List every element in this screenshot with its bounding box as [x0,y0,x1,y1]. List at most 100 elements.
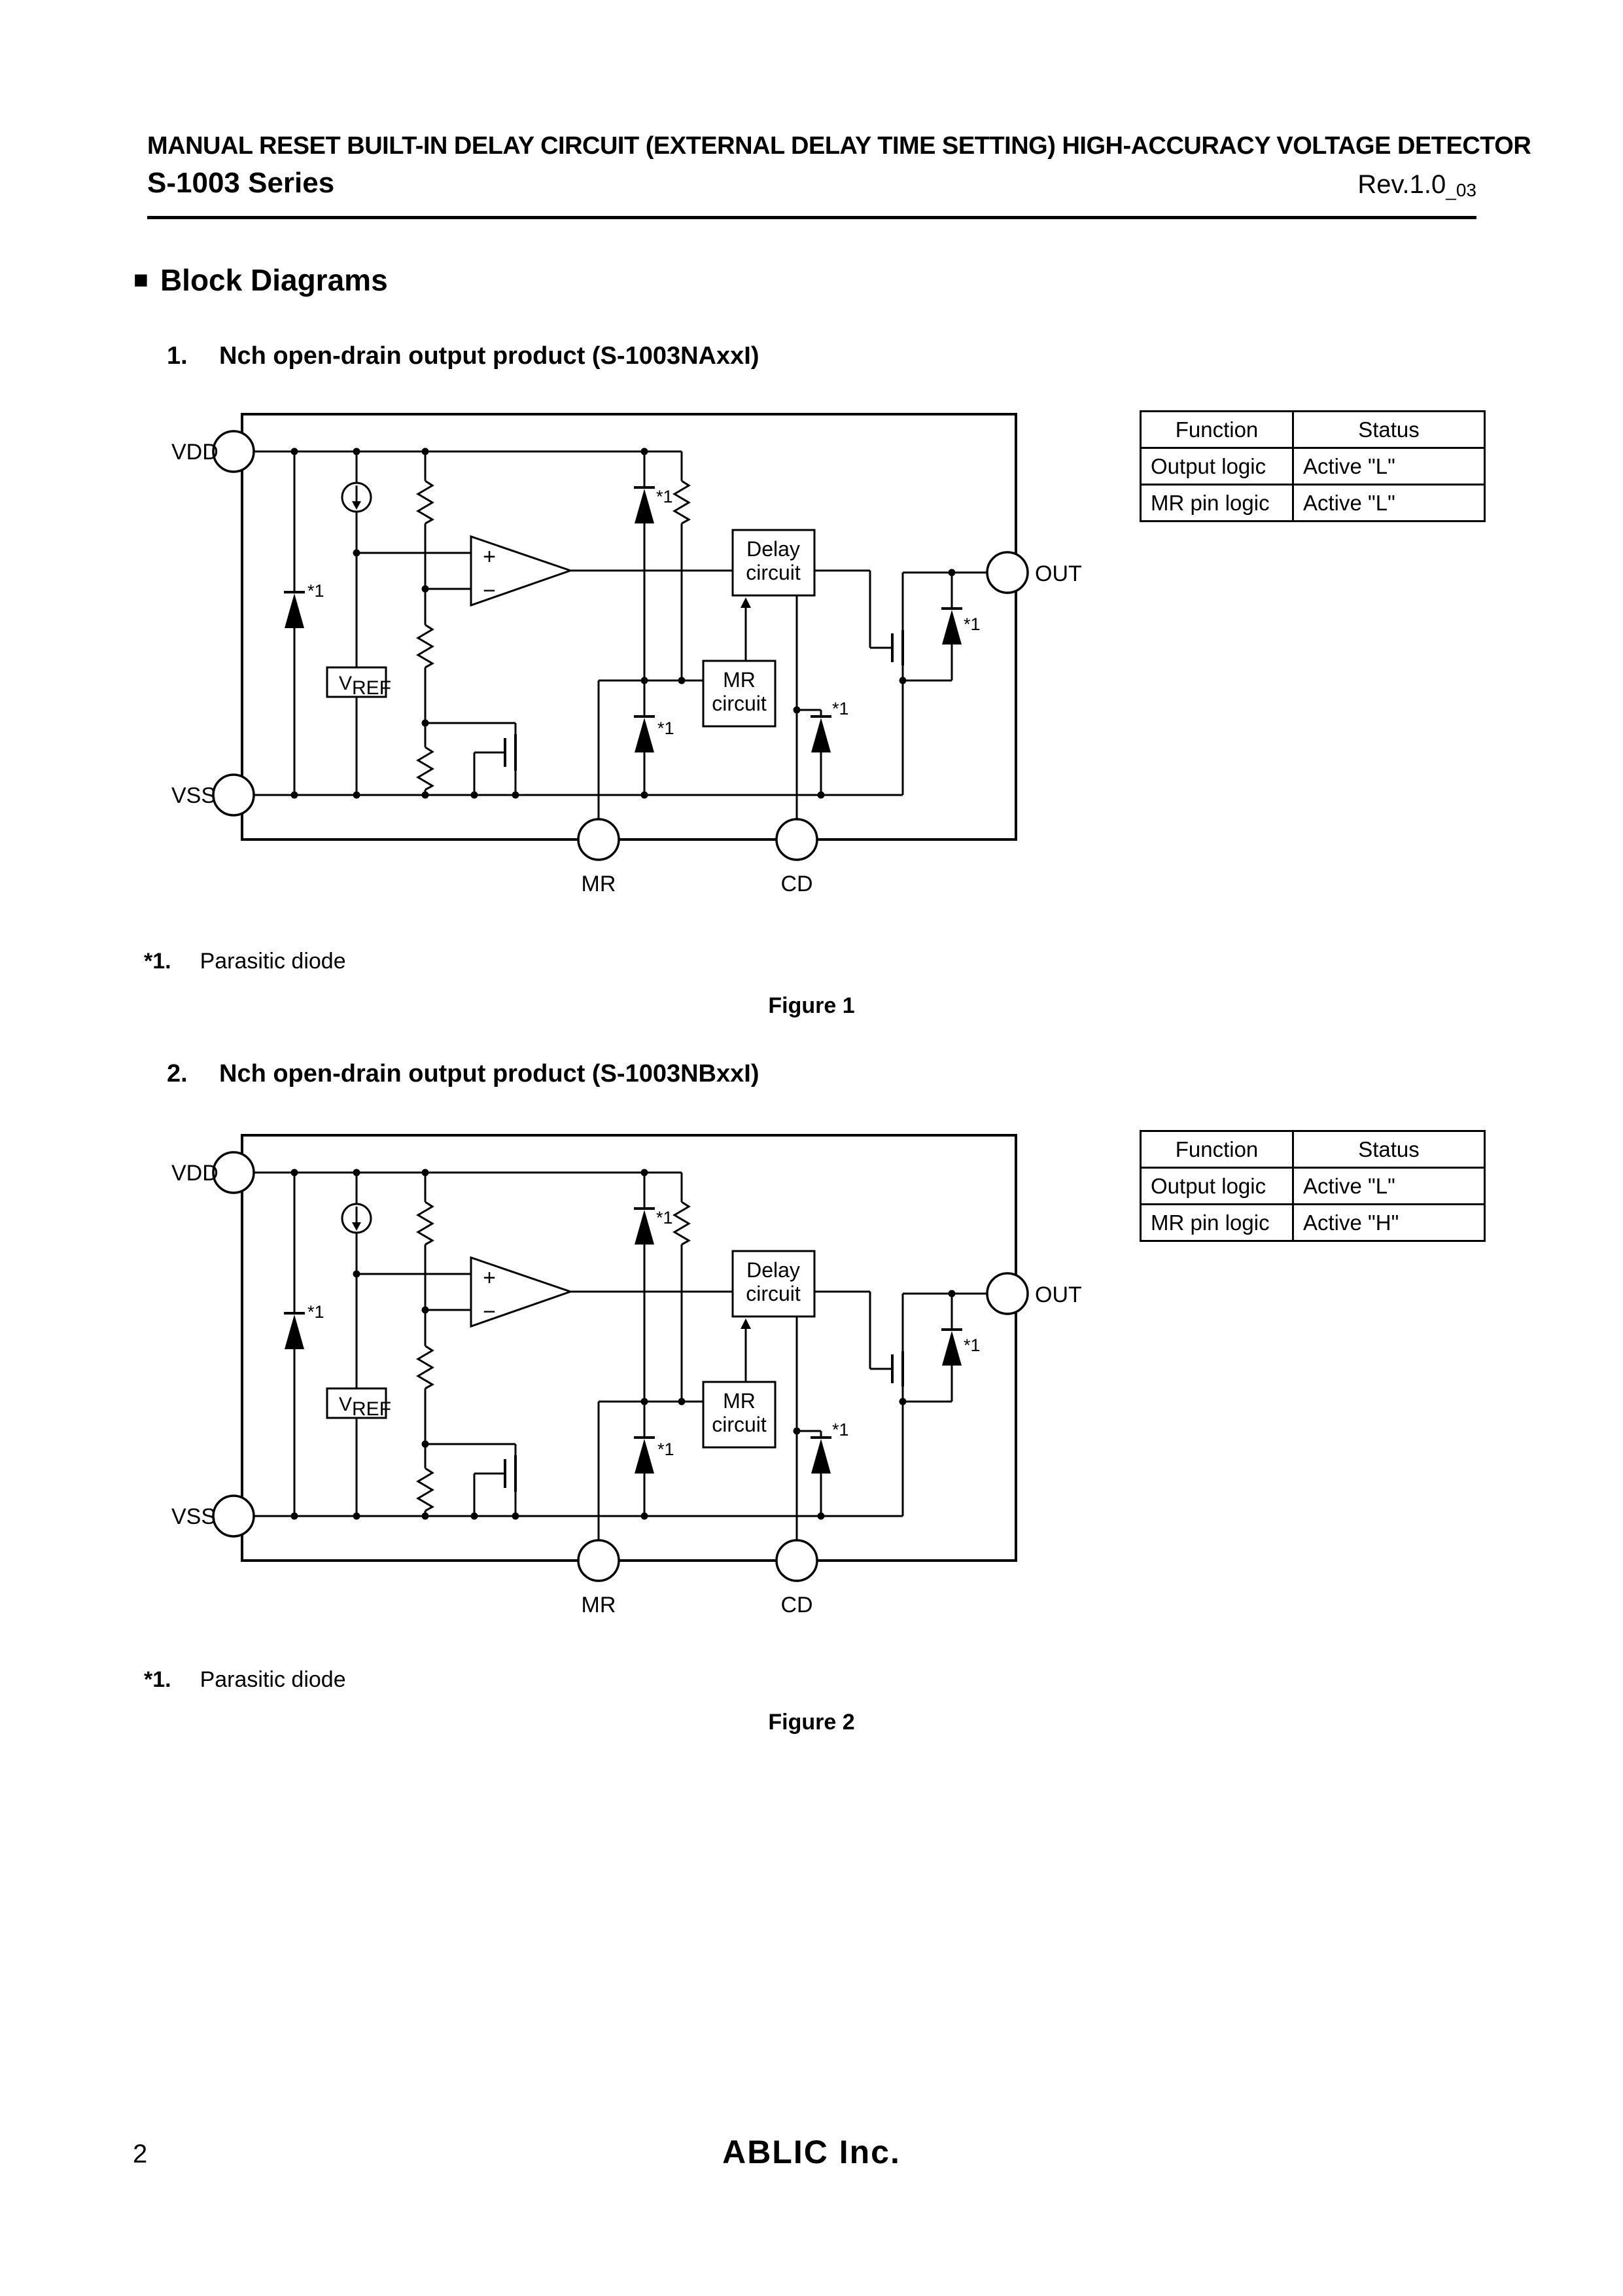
footnote-ref: *1. [144,949,171,974]
cd-pin [775,1539,818,1582]
delay-circuit-label-2: circuit [746,561,801,584]
parasitic-diode-symbol [284,486,962,752]
table-header-row: Function Status [1140,410,1486,449]
vss-pin [212,1494,255,1538]
cd-pin [775,818,818,861]
delay-circuit-label-1: Delay [746,537,800,561]
resistor-symbol [416,480,691,791]
parasitic-diode-ref: *1 [656,1208,673,1227]
delay-circuit-block: Delay circuit [731,1250,816,1318]
out-pin [986,1272,1029,1315]
comparator-plus-label: + [483,1265,496,1290]
vref-sub-label: REF [352,677,391,699]
parasitic-diode-ref: *1 [307,581,324,601]
figure1-heading-number: 1. [167,342,188,370]
figure2-status-table: Function Status Output logic Active "L" … [1140,1130,1486,1242]
resistor-symbol [416,1201,691,1512]
figure1-heading-label: Nch open-drain output product (S-1003NAx… [219,342,759,370]
delay-circuit-block: Delay circuit [731,529,816,597]
mr-circuit-label-2: circuit [712,1413,767,1436]
table-cell-function: MR pin logic [1140,1203,1294,1242]
vdd-pin-label: VDD [171,1161,218,1186]
mr-pin [577,1539,620,1582]
table-row: Output logic Active "L" [1140,1167,1486,1205]
parasitic-diode-ref: *1 [964,1335,981,1355]
block-boundary [241,1134,1017,1562]
table-cell-function: Output logic [1140,447,1294,486]
vdd-pin [212,1151,255,1194]
comparator-minus-label: − [483,1299,496,1324]
mr-pin-label: MR [582,872,616,896]
table-cell-function: Output logic [1140,1167,1294,1205]
parasitic-diode-ref: *1 [307,1302,324,1322]
delay-circuit-label-1: Delay [746,1258,800,1282]
table-header-status: Status [1292,1130,1486,1169]
junction-dots [290,448,956,799]
circuit-wires [254,1171,987,1540]
square-bullet-icon: ■ [133,266,148,294]
mr-circuit-label-1: MR [723,668,756,692]
parasitic-diode-ref: *1 [657,1439,674,1459]
table-header-function: Function [1140,410,1294,449]
vref-block: VREF [326,1387,391,1420]
parasitic-diode-ref: *1 [832,699,849,718]
footnote-text: Parasitic diode [200,949,346,974]
header-rule [147,216,1476,219]
current-source-symbol [341,482,372,513]
vref-block: VREF [326,666,391,699]
svg-text:VREF: VREF [339,673,391,699]
vref-label: V [339,1394,352,1415]
section-heading: ■ Block Diagrams [133,265,388,295]
page-title: MANUAL RESET BUILT-IN DELAY CIRCUIT (EXT… [147,132,1531,160]
svg-text:VREF: VREF [339,1394,391,1420]
parasitic-diode-ref: *1 [832,1420,849,1439]
footnote: *1. Parasitic diode [144,1669,346,1691]
table-header-row: Function Status [1140,1130,1486,1169]
out-pin [986,551,1029,594]
revision-main: Rev.1.0 [1357,170,1446,199]
out-pin-label: OUT [1035,561,1082,586]
table-row: Output logic Active "L" [1140,447,1486,486]
nmos-transistor-symbol [504,1455,517,1492]
parasitic-diode-ref: *1 [656,487,673,506]
figure1-heading: 1. Nch open-drain output product (S-1003… [167,344,759,368]
comparator-symbol: + − [470,535,574,607]
mr-circuit-block: MR circuit [702,1381,777,1449]
block-boundary [241,413,1017,841]
figure2-heading-label: Nch open-drain output product (S-1003NBx… [219,1060,759,1087]
arrow-up-icon [741,597,751,608]
figure1-diagram: + − VREF Delay circuit MR circuit [170,412,1099,910]
vss-pin-label: VSS [171,1504,216,1529]
mr-circuit-label-2: circuit [712,692,767,715]
table-header-status: Status [1292,410,1486,449]
nmos-transistor-symbol [504,734,517,771]
table-cell-status: Active "H" [1292,1203,1486,1242]
current-source-symbol [341,1203,372,1234]
figure2-heading: 2. Nch open-drain output product (S-1003… [167,1061,759,1086]
parasitic-diode-ref: *1 [964,614,981,634]
nmos-transistor-symbol [891,630,904,665]
vss-pin-label: VSS [171,783,216,808]
delay-circuit-label-2: circuit [746,1282,801,1305]
table-row: MR pin logic Active "L" [1140,484,1486,522]
mr-pin [577,818,620,861]
circuit-diagram: + − VREF Delay circuit MR circuit [171,1134,1082,1617]
arrow-up-icon [741,1318,751,1329]
circuit-wires [254,450,987,819]
mr-circuit-block: MR circuit [702,660,777,728]
footnote: *1. Parasitic diode [144,950,346,972]
parasitic-diode-ref: *1 [657,718,674,738]
footnote-ref: *1. [144,1667,171,1692]
page-number: 2 [133,2140,148,2168]
figure2-diagram: + − VREF Delay circuit MR circuit [170,1133,1099,1631]
table-cell-function: MR pin logic [1140,484,1294,522]
circuit-diagram: + − VREF Delay circuit MR circuit [171,413,1082,896]
table-cell-status: Active "L" [1292,447,1486,486]
figure1-status-table: Function Status Output logic Active "L" … [1140,410,1486,522]
cd-pin-label: CD [780,872,812,896]
company-logo-text: ABLIC Inc. [722,2134,901,2170]
figure1-caption: Figure 1 [768,993,855,1018]
comparator-plus-label: + [483,544,496,569]
section-title: Block Diagrams [160,263,388,297]
